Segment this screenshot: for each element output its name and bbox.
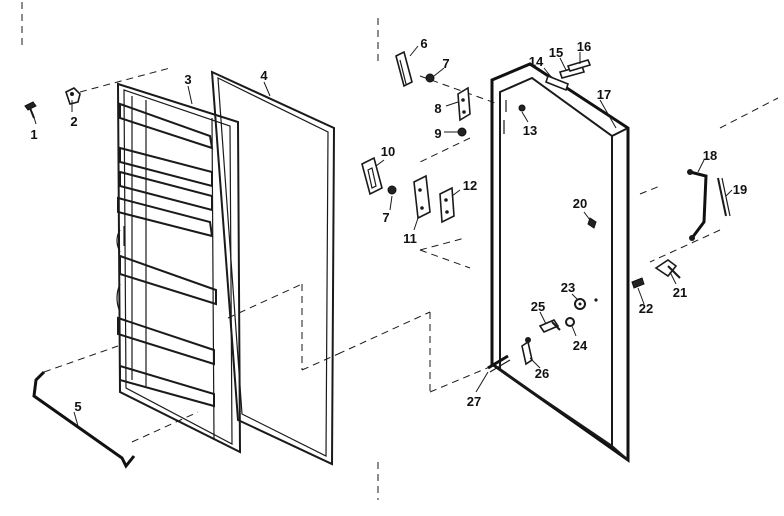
door-liner	[116, 82, 242, 454]
callout-label: 10	[381, 144, 395, 159]
callout-label: 11	[403, 231, 417, 246]
screw-7b	[387, 185, 397, 195]
strip-6	[395, 50, 413, 88]
callout-label: 16	[577, 39, 591, 54]
washer-24	[565, 317, 575, 327]
callout-label: 2	[70, 114, 77, 129]
spring-27	[487, 354, 511, 373]
pin-25	[538, 319, 561, 333]
callout-label: 1	[30, 127, 37, 142]
callout-label: 25	[531, 299, 545, 314]
strip-14	[545, 74, 569, 92]
handle-18	[687, 169, 708, 241]
alignment-lines	[21, 2, 779, 500]
trim-19	[717, 177, 731, 217]
bracket-10	[361, 156, 383, 196]
callout-label: 21	[673, 285, 687, 300]
callout-label: 12	[463, 178, 477, 193]
screw-1	[24, 101, 37, 119]
callout-label: 7	[442, 56, 449, 71]
plate-11	[413, 174, 431, 220]
callout-label: 19	[733, 182, 747, 197]
callout-label: 13	[523, 123, 537, 138]
callout-labels: 1 2 3 4 5 6 7 8 9 10 7 11 12 13 14 15 16…	[30, 36, 747, 414]
callout-label: 17	[597, 87, 611, 102]
callout-label: 14	[529, 54, 544, 69]
callout-label: 22	[639, 301, 653, 316]
callout-label: 24	[573, 338, 588, 353]
pin-26	[521, 337, 533, 366]
callout-label: 5	[74, 399, 81, 414]
screw-13	[518, 104, 526, 112]
callout-label: 18	[703, 148, 717, 163]
callout-label: 3	[184, 72, 191, 87]
callout-label: 15	[549, 45, 563, 60]
callout-label: 7	[382, 210, 389, 225]
clip-2	[65, 87, 81, 105]
callout-label: 9	[434, 126, 441, 141]
callout-label: 6	[420, 36, 427, 51]
callout-label: 23	[561, 280, 575, 295]
callout-label: 27	[467, 394, 481, 409]
wire-rod	[32, 370, 136, 469]
screw-7a	[425, 73, 435, 83]
screw-20	[587, 217, 597, 229]
plate-12	[439, 186, 455, 224]
strip-16	[566, 59, 592, 72]
outer-door-panel	[490, 62, 630, 463]
callout-label: 8	[434, 101, 441, 116]
label-leaders	[32, 45, 733, 427]
hinge-8	[457, 86, 471, 122]
hardware-parts	[24, 50, 731, 373]
latch-21	[654, 259, 681, 279]
washer-23	[574, 298, 586, 310]
screw-22	[631, 277, 645, 289]
door-gasket	[210, 70, 336, 466]
callout-label: 4	[260, 68, 268, 83]
screw-9	[457, 127, 467, 137]
callout-label: 26	[535, 366, 549, 381]
callout-label: 20	[573, 196, 587, 211]
